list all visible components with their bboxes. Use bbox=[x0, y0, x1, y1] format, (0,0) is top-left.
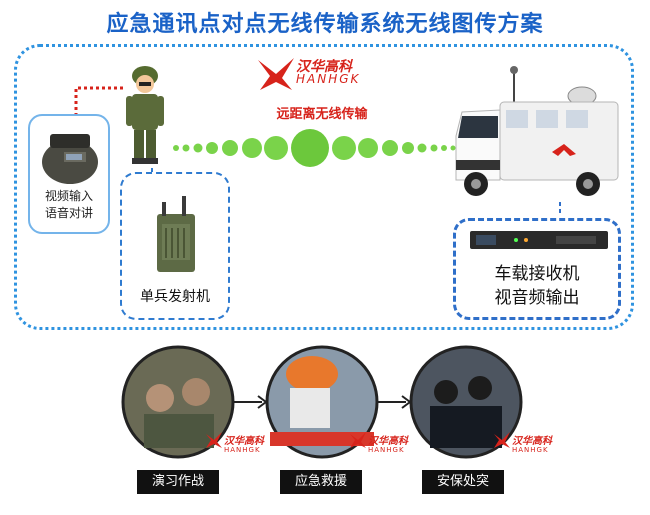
scenario-label-2: 应急救援 bbox=[280, 470, 362, 494]
receiver-caption-line1: 车载接收机 bbox=[494, 264, 580, 284]
brand-name-cn-small-3: 汉华高科 bbox=[512, 436, 552, 447]
wireless-link-label: 远距离无线传输 bbox=[276, 107, 368, 122]
brand-logo-small-1 bbox=[206, 432, 222, 448]
transmitter-caption: 单兵发射机 bbox=[140, 289, 210, 305]
command-truck-icon bbox=[455, 66, 619, 196]
brand-name-cn-small-2: 汉华高科 bbox=[368, 436, 408, 447]
brand-logo-small-3 bbox=[494, 432, 510, 448]
receiver-caption: 车载接收机 视音频输出 bbox=[453, 262, 621, 310]
helmet-caption: 视频输入 语音对讲 bbox=[28, 188, 110, 222]
helmet-caption-line1: 视频输入 bbox=[44, 189, 93, 203]
transmitter-icon bbox=[157, 196, 195, 272]
transmitter-box bbox=[120, 172, 230, 320]
brand-name-en-small-1: HANHGK bbox=[224, 446, 261, 454]
soldier-icon bbox=[126, 66, 164, 164]
helmet-icon bbox=[42, 134, 98, 184]
system-diagram-frame bbox=[14, 44, 634, 330]
helmet-caption-line2: 语音对讲 bbox=[44, 206, 93, 220]
brand-name-en-small-2: HANHGK bbox=[368, 446, 405, 454]
page-title: 应急通讯点对点无线传输系统无线图传方案 bbox=[106, 12, 544, 37]
scenario-photo-3 bbox=[409, 345, 523, 459]
scenario-label-1: 演习作战 bbox=[137, 470, 219, 494]
wireless-wave-icon bbox=[173, 129, 456, 167]
helmet-box bbox=[28, 114, 110, 234]
brand-name-cn: 汉华高科 bbox=[296, 59, 352, 75]
scenario-strip bbox=[121, 345, 523, 459]
helmet-link-line bbox=[74, 86, 124, 116]
scenario-label-3: 安保处突 bbox=[422, 470, 504, 494]
brand-name-cn-small-1: 汉华高科 bbox=[224, 436, 264, 447]
brand-logo-icon bbox=[258, 58, 294, 90]
receiver-box bbox=[453, 218, 621, 320]
brand-logo-small-2 bbox=[350, 432, 366, 448]
brand-name-en-small-3: HANHGK bbox=[512, 446, 549, 454]
receiver-rack-icon bbox=[470, 231, 608, 249]
receiver-caption-line2: 视音频输出 bbox=[494, 288, 580, 308]
scenario-photo-1 bbox=[121, 345, 235, 459]
brand-name-en: HANHGK bbox=[296, 72, 361, 86]
